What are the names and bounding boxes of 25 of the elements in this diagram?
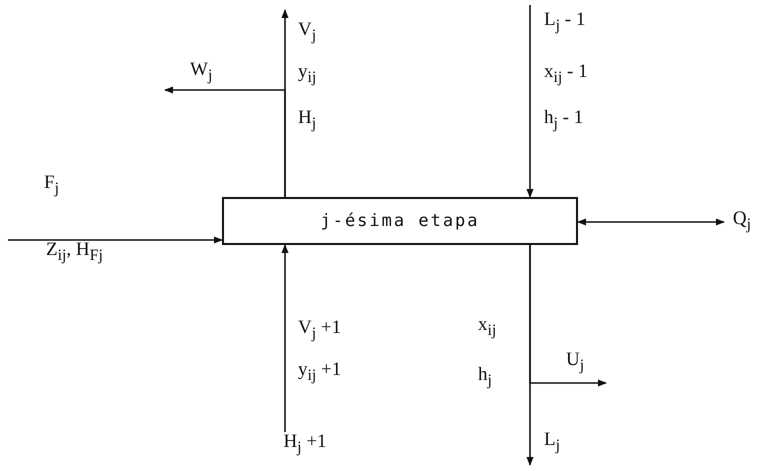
stream-label: h$_{j}$ (478, 364, 492, 391)
arrow (526, 5, 534, 198)
stream-label: Q$_{j}$ (732, 208, 752, 235)
arrow (281, 244, 289, 432)
stream-label: L$_{j}$ - 1 (544, 9, 586, 36)
arrow (164, 86, 286, 197)
stream-label: y$_{ij}$ +1 (298, 359, 342, 386)
arrow (8, 236, 223, 244)
arrow (529, 245, 607, 387)
stream-label: h$_{j}$ - 1 (544, 107, 584, 134)
stream-label: V$_{j}$ +1 (298, 317, 342, 344)
stream-label: y$_{ij}$ (298, 61, 316, 88)
stream-label: V$_{j}$ (298, 19, 316, 46)
stream-label: H$_{j}$ +1 (283, 431, 327, 458)
stream-label: x$_{ij}$ - 1 (544, 61, 588, 88)
stream-label: F$_{j}$ (44, 172, 59, 199)
arrow (577, 218, 725, 226)
stream-label: L$_{j}$ (544, 429, 560, 456)
stream-label: U$_{j}$ (566, 349, 584, 376)
stream-label: W$_{j}$ (190, 59, 212, 86)
stream-label: x$_{ij}$ (478, 314, 496, 341)
stream-label: Z$_{ij}$, H$_{Fj}$ (46, 239, 103, 266)
stream-label: H$_{j}$ (298, 107, 316, 134)
stage-label: j-ésima etapa (320, 211, 480, 231)
process-box (222, 197, 578, 245)
